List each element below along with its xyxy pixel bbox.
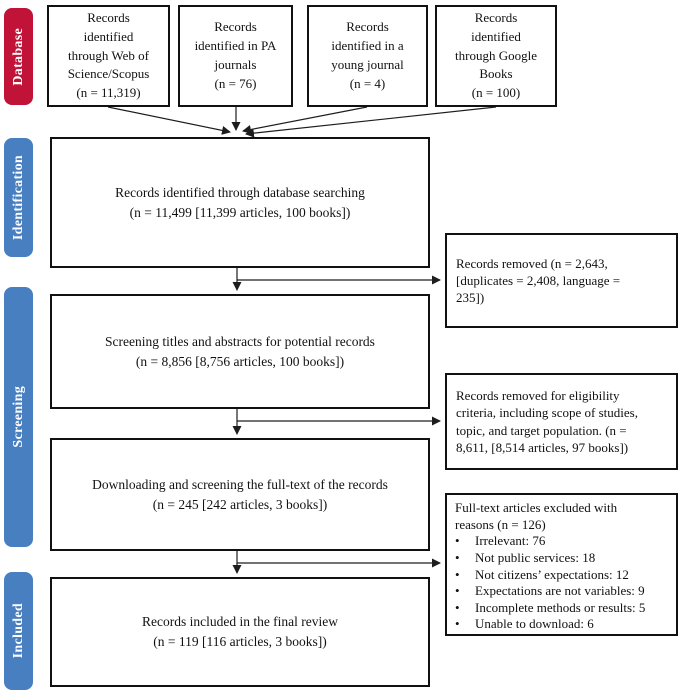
flow-box-records-identified: Records identified through database sear… [50, 137, 430, 268]
source-box-google-books: Records identified through Google Books … [435, 5, 557, 107]
bullet-icon: • [455, 616, 460, 632]
excluded-reason-text: Unable to download: 6 [475, 616, 594, 632]
arrow-source-c-to-identification [242, 106, 368, 134]
side-box-records-removed-duplicates: Records removed (n = 2,643, [duplicates … [445, 233, 678, 328]
excluded-reason-item: • Irrelevant: 76 [455, 533, 545, 550]
bullet-icon: • [455, 533, 460, 549]
source-box-young-journal: Records identified in a young journal (n… [307, 5, 428, 107]
stage-label-screening-text: Screening [10, 386, 26, 448]
bullet-icon: • [455, 599, 460, 615]
stage-label-screening: Screening [4, 287, 33, 547]
bullet-icon: • [455, 566, 460, 582]
side-box-fulltext-excluded: Full-text articles excluded with reasons… [445, 493, 678, 636]
excluded-reason-item: • Incomplete methods or results: 5 [455, 600, 645, 617]
source-box-web-of-science: Records identified through Web of Scienc… [47, 5, 170, 107]
stage-label-identification-text: Identification [10, 154, 26, 241]
arrow-source-a-to-identification [107, 106, 231, 135]
stage-label-database: Database [4, 8, 33, 105]
stage-label-included: Included [4, 572, 33, 690]
stage-label-included-text: Included [10, 603, 26, 659]
excluded-reason-text: Not public services: 18 [475, 549, 596, 565]
side-box-records-removed-eligibility: Records removed for eligibility criteria… [445, 373, 678, 470]
arrow-source-d-to-identification [245, 106, 497, 138]
excluded-reason-text: Irrelevant: 76 [475, 533, 546, 549]
flow-box-fulltext-screening: Downloading and screening the full-text … [50, 438, 430, 551]
excluded-reason-item: • Expectations are not variables: 9 [455, 583, 645, 600]
excluded-reason-item: • Not citizens’ expectations: 12 [455, 567, 629, 584]
stage-label-identification: Identification [4, 138, 33, 257]
stage-label-database-text: Database [10, 27, 26, 86]
fulltext-excluded-header: Full-text articles excluded with reasons… [455, 500, 618, 532]
bullet-icon: • [455, 549, 460, 565]
excluded-reason-text: Not citizens’ expectations: 12 [475, 566, 629, 582]
excluded-reason-item: • Not public services: 18 [455, 550, 595, 567]
bullet-icon: • [455, 583, 460, 599]
excluded-reason-item: • Unable to download: 6 [455, 616, 594, 633]
excluded-reason-text: Incomplete methods or results: 5 [475, 599, 646, 615]
excluded-reason-text: Expectations are not variables: 9 [475, 583, 645, 599]
source-box-pa-journals: Records identified in PA journals (n = 7… [178, 5, 293, 107]
flow-box-included-final-review: Records included in the final review (n … [50, 577, 430, 687]
flow-box-screening-titles-abstracts: Screening titles and abstracts for poten… [50, 294, 430, 409]
